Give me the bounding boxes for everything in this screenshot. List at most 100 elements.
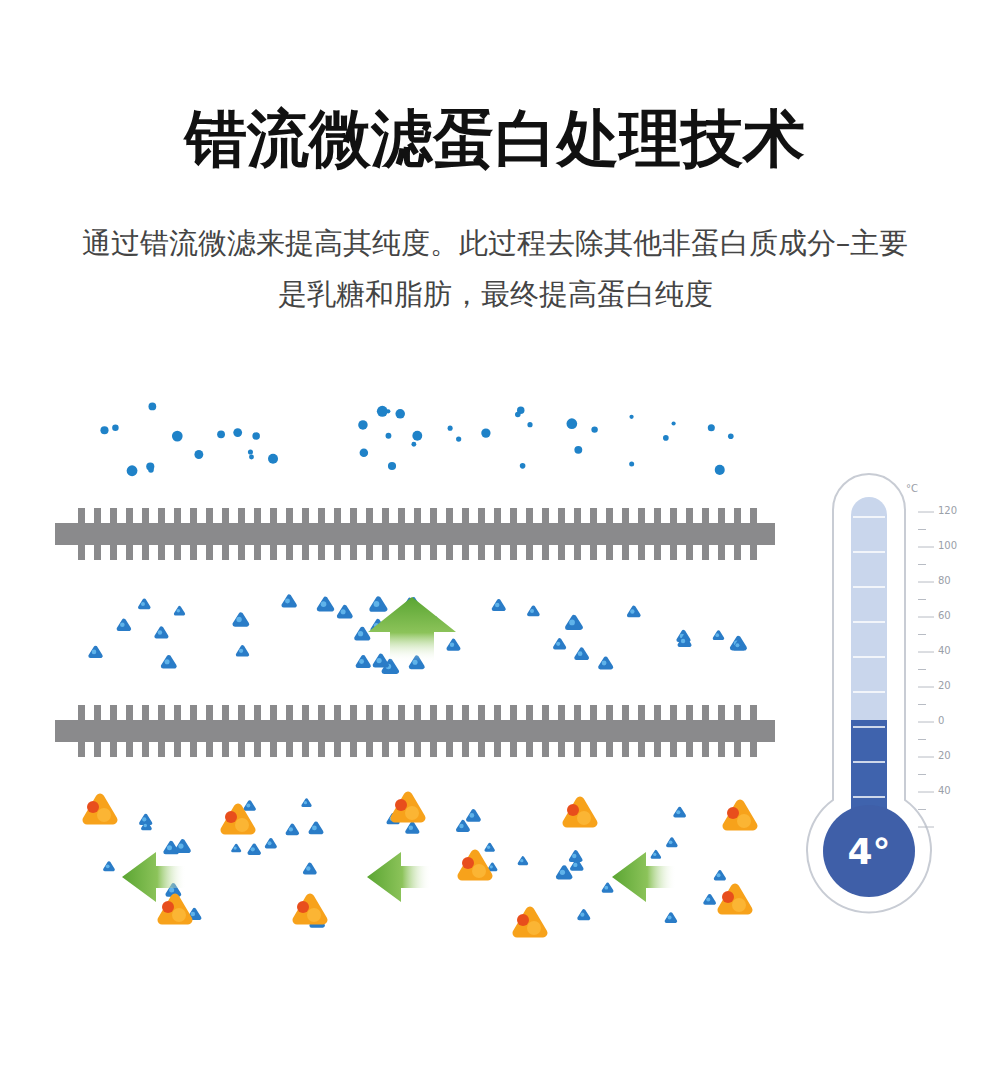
small-molecule bbox=[100, 426, 108, 434]
membrane-tooth bbox=[142, 545, 149, 560]
membrane-tooth bbox=[174, 545, 181, 560]
membrane-tooth bbox=[286, 705, 293, 720]
small-molecule bbox=[481, 428, 490, 437]
membrane-tooth bbox=[734, 742, 741, 757]
thermometer-outline bbox=[807, 474, 931, 912]
membrane-tooth bbox=[526, 545, 533, 560]
membrane-tooth bbox=[670, 545, 677, 560]
membrane-tooth bbox=[350, 545, 357, 560]
small-molecule bbox=[248, 449, 253, 454]
scale-tick bbox=[918, 774, 926, 775]
membrane-tooth bbox=[334, 508, 341, 523]
fat-lactose-particle bbox=[395, 796, 421, 820]
unit-label: °C bbox=[906, 483, 936, 495]
membrane-tooth bbox=[254, 705, 261, 720]
whey-protein bbox=[339, 607, 350, 616]
membrane-tooth bbox=[94, 545, 101, 560]
membrane-tooth bbox=[398, 742, 405, 757]
left-arrow bbox=[122, 852, 186, 902]
whey-protein bbox=[245, 802, 254, 809]
scale-tick bbox=[918, 529, 926, 530]
membrane-tooth bbox=[398, 545, 405, 560]
membrane-tooth bbox=[590, 742, 597, 757]
title: 错流微滤蛋白处理技术 bbox=[0, 102, 990, 176]
scale-label: 20 bbox=[938, 750, 978, 762]
membrane-tooth bbox=[334, 545, 341, 560]
whey-protein bbox=[449, 641, 459, 649]
membrane-tooth bbox=[638, 705, 645, 720]
small-molecule bbox=[249, 455, 254, 460]
whey-protein bbox=[668, 839, 676, 846]
small-molecule bbox=[574, 446, 582, 454]
scale-tick bbox=[918, 669, 926, 670]
membrane-tooth bbox=[670, 508, 677, 523]
membrane-tooth bbox=[366, 508, 373, 523]
membrane-tooth bbox=[686, 508, 693, 523]
small-molecule bbox=[527, 422, 532, 427]
membrane-tooth bbox=[302, 545, 309, 560]
membrane-tooth bbox=[606, 705, 613, 720]
membrane-tooth bbox=[750, 508, 757, 523]
whey-protein bbox=[529, 607, 538, 614]
scale-tick bbox=[918, 512, 934, 513]
membrane-tooth bbox=[206, 508, 213, 523]
fat-lactose-particle bbox=[462, 854, 488, 878]
membrane-tooth bbox=[510, 742, 517, 757]
whey-protein bbox=[235, 615, 247, 625]
membrane-tooth bbox=[382, 742, 389, 757]
small-molecule bbox=[395, 409, 405, 419]
membrane-tooth bbox=[206, 705, 213, 720]
membrane-tooth bbox=[142, 508, 149, 523]
membrane-tooth bbox=[414, 545, 421, 560]
small-molecule bbox=[629, 415, 633, 419]
membrane-tooth bbox=[110, 508, 117, 523]
small-molecule bbox=[448, 426, 453, 431]
whey-protein bbox=[90, 648, 100, 656]
membrane-tooth bbox=[158, 545, 165, 560]
whey-protein bbox=[156, 628, 166, 636]
membrane-tooth bbox=[382, 545, 389, 560]
whey-protein bbox=[732, 638, 744, 648]
temperature-value: 4° bbox=[847, 831, 890, 872]
small-molecule bbox=[233, 428, 242, 437]
membrane-tooth bbox=[366, 742, 373, 757]
whey-protein bbox=[519, 858, 526, 864]
small-molecule bbox=[456, 436, 461, 441]
membrane-tooth bbox=[446, 742, 453, 757]
scale-label: 20 bbox=[938, 680, 978, 692]
scale-tick bbox=[918, 582, 934, 583]
scale-tick bbox=[918, 687, 934, 688]
small-molecule bbox=[172, 431, 183, 442]
membrane-tooth bbox=[590, 545, 597, 560]
whey-protein bbox=[716, 872, 725, 879]
membrane-tooth bbox=[622, 545, 629, 560]
membrane-tooth bbox=[94, 508, 101, 523]
membrane-tooth bbox=[670, 705, 677, 720]
membrane-tooth bbox=[126, 545, 133, 560]
small-molecule bbox=[194, 450, 203, 459]
fat-lactose-particle bbox=[225, 808, 251, 832]
fat-lactose-particle bbox=[297, 898, 323, 922]
membrane-tooth bbox=[158, 508, 165, 523]
membrane-tooth bbox=[750, 742, 757, 757]
membrane-tooth bbox=[590, 508, 597, 523]
membrane-tooth bbox=[270, 545, 277, 560]
membrane-tooth bbox=[318, 508, 325, 523]
small-molecule bbox=[127, 465, 138, 476]
membrane-tooth bbox=[526, 742, 533, 757]
small-molecule bbox=[629, 462, 634, 467]
tube-line bbox=[853, 761, 885, 763]
membrane-tooth bbox=[750, 705, 757, 720]
whey-protein bbox=[555, 640, 564, 647]
scale-tick bbox=[918, 634, 926, 635]
membrane-tooth bbox=[654, 705, 661, 720]
whey-protein bbox=[176, 608, 184, 614]
small-molecule bbox=[412, 431, 422, 441]
membrane-tooth bbox=[526, 508, 533, 523]
membrane-tooth bbox=[270, 705, 277, 720]
whey-protein bbox=[705, 896, 714, 903]
membrane-tooth bbox=[542, 508, 549, 523]
whey-protein bbox=[558, 868, 570, 877]
membrane-tooth bbox=[414, 705, 421, 720]
membrane-tooth bbox=[750, 545, 757, 560]
